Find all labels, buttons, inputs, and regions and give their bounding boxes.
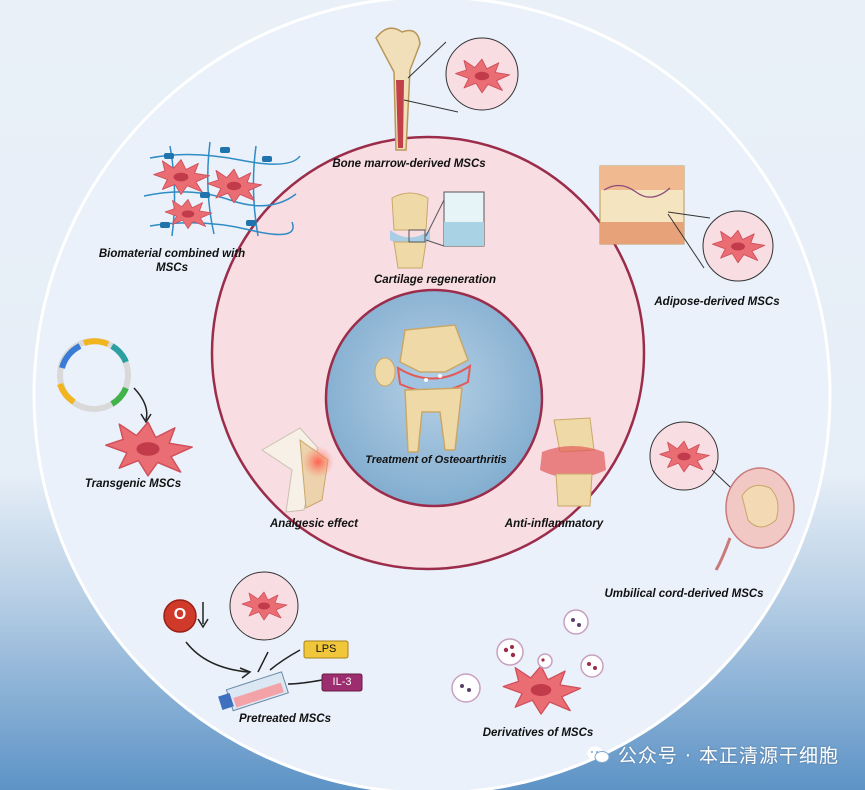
cartilage-illustration (390, 191, 485, 269)
anti-inflammatory-illustration (540, 417, 606, 507)
watermark-text: 公众号 · 本正清源干细胞 (617, 745, 839, 767)
label-lps: LPS (315, 643, 337, 655)
bone-illustration (375, 27, 459, 151)
label-transgenic-msc: Transgenic MSCs (84, 478, 182, 490)
pretreated-illustration (163, 571, 363, 712)
oxygen-symbol (163, 599, 197, 633)
analgesic-illustration (261, 427, 334, 513)
knee-joint-illustration (374, 324, 472, 453)
label-il3: IL-3 (332, 676, 352, 688)
label-biomaterial-msc: Biomaterial combined with MSCs (98, 248, 246, 274)
label-treatment-of-osteoarthritis: Treatment of Osteoarthritis (365, 454, 507, 466)
biomaterial-illustration (143, 141, 301, 237)
label-bone-marrow-msc: Bone marrow-derived MSCs (332, 158, 486, 170)
uterus-illustration (711, 467, 795, 571)
label-umbilical-msc: Umbilical cord-derived MSCs (604, 588, 764, 600)
watermark: 公众号 · 本正清源干细胞 (586, 741, 839, 768)
adipose-tissue-illustration (599, 165, 711, 269)
label-anti-inflammatory: Anti-inflammatory (504, 518, 604, 530)
label-derivatives-msc: Derivatives of MSCs (482, 727, 594, 739)
label-analgesic-effect: Analgesic effect (270, 518, 358, 530)
plasmid-illustration (57, 338, 152, 424)
derivatives-illustration (451, 609, 604, 715)
label-pretreated-msc: Pretreated MSCs (238, 713, 332, 725)
label-oxygen: O (173, 606, 187, 623)
wechat-icon (586, 746, 610, 763)
label-adipose-msc: Adipose-derived MSCs (654, 296, 780, 308)
label-cartilage-regeneration: Cartilage regeneration (373, 274, 497, 286)
